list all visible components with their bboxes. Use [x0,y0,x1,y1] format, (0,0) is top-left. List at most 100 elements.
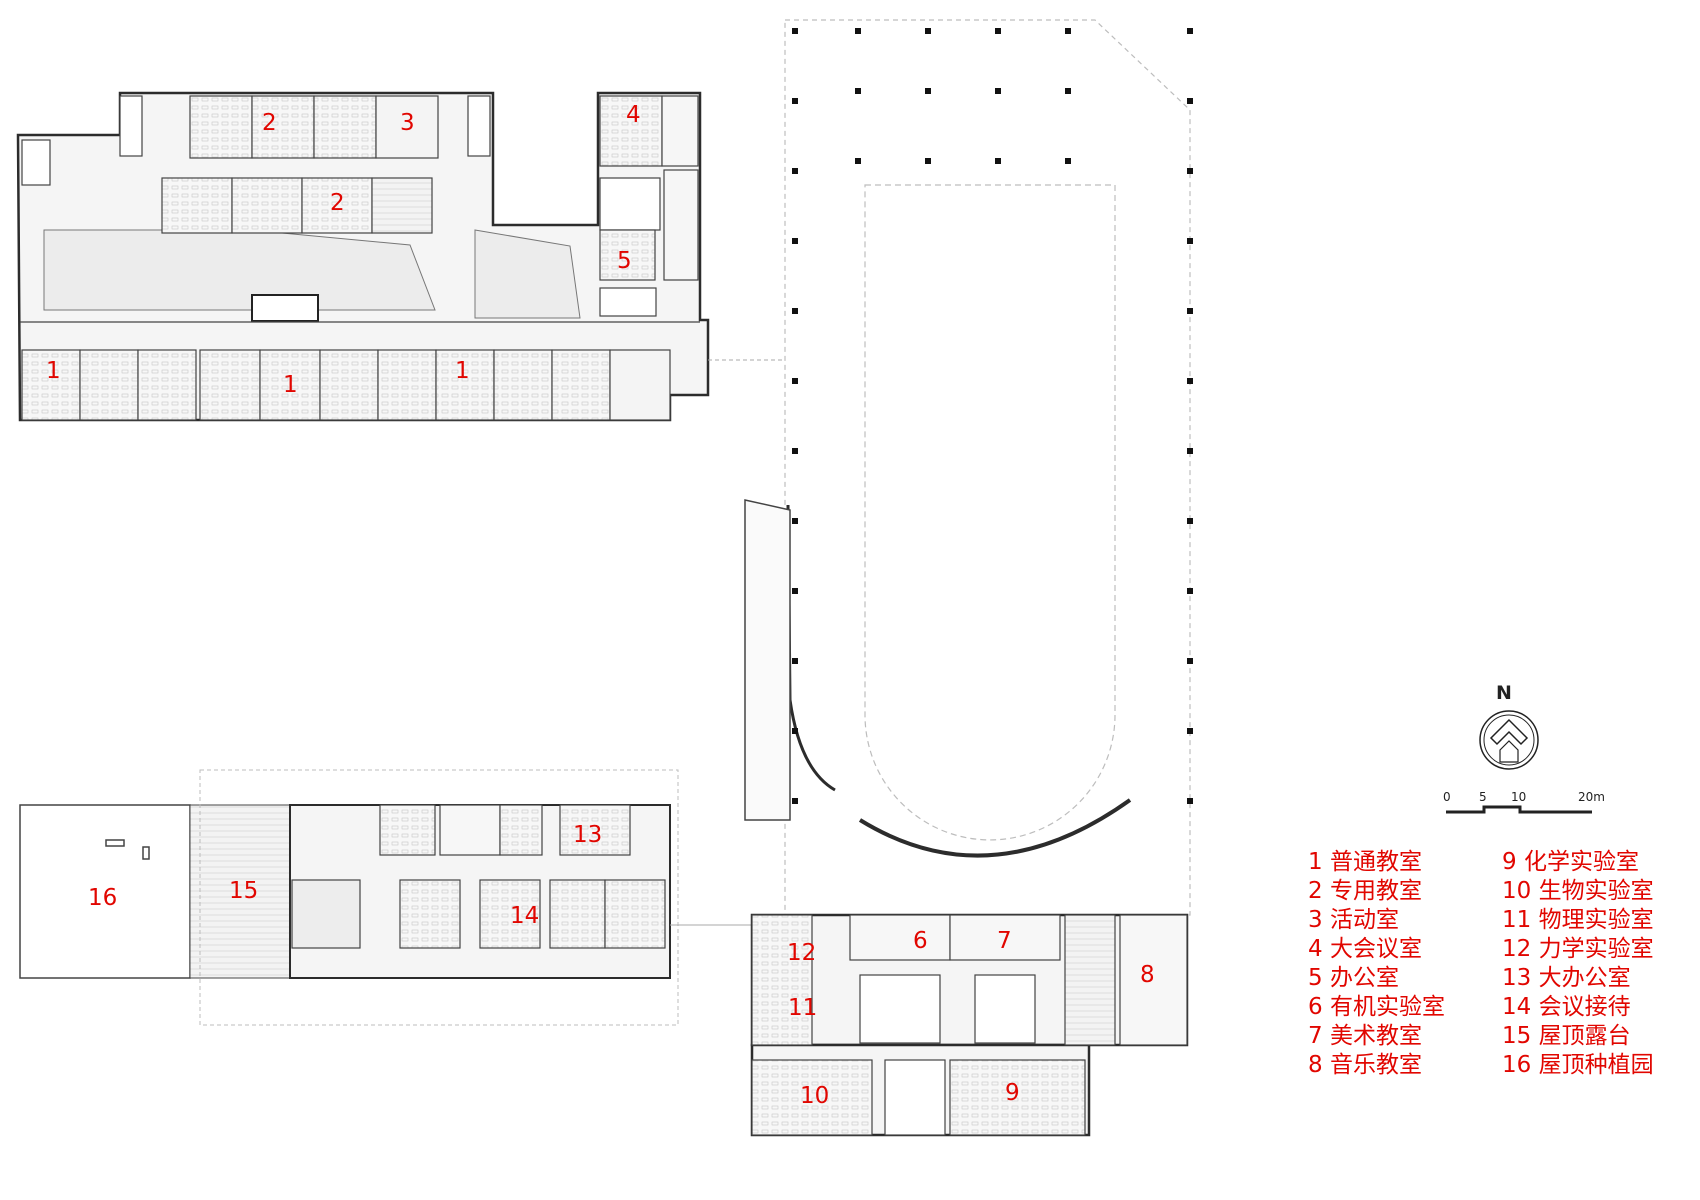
field-canopy-outline [784,19,1191,916]
column-marker [792,728,798,734]
column-marker [1187,28,1193,34]
column-marker [1187,658,1193,664]
column-marker [855,28,861,34]
running-track [864,184,1116,841]
column-marker [792,518,798,524]
sports-field [744,19,1193,916]
column-marker [1187,728,1193,734]
column-marker [1187,518,1193,524]
room-number-mechanics-lab: 12 [787,940,817,966]
room-number-classroom-a: 1 [46,358,61,384]
column-marker [925,88,931,94]
room-number-classroom-c: 1 [455,358,470,384]
legend-item: 4 大会议室 [1308,936,1422,962]
column-marker [995,158,1001,164]
room-number-roof-garden: 16 [88,885,118,911]
column-marker [1187,308,1193,314]
column-marker [792,378,798,384]
column-marker [925,28,931,34]
column-marker [1065,158,1071,164]
column-marker [1187,168,1193,174]
north-teaching-block [16,91,785,422]
legend-item: 12 力学实验室 [1502,936,1654,962]
scale-label-10: 10 [1511,790,1527,804]
column-marker [1187,798,1193,804]
column-marker [1187,448,1193,454]
column-marker [995,88,1001,94]
room-number-special-a: 2 [262,110,277,136]
north-arrow [1479,710,1539,770]
column-marker [792,658,798,664]
legend-item: 10 生物实验室 [1502,878,1654,904]
scale-label-0: 0 [1443,790,1451,804]
column-marker [1187,378,1193,384]
west-stair-tower [744,499,791,821]
room-number-chem-lab: 9 [1005,1080,1020,1106]
curved-grandstand [858,798,1132,858]
terrace-outline-dashed [199,769,679,1026]
room-number-organic-lab: 6 [913,928,928,954]
column-marker [855,158,861,164]
column-marker [1187,238,1193,244]
scale-label-20m: 20m [1578,790,1605,804]
room-number-activity: 3 [400,110,415,136]
central-stair [251,294,319,322]
column-marker [792,28,798,34]
legend-item: 15 屋顶露台 [1502,1023,1631,1049]
column-marker [925,158,931,164]
column-marker [792,168,798,174]
roof-terrace-zone [189,804,291,979]
room-number-art-room: 7 [997,928,1012,954]
legend-item: 3 活动室 [1308,907,1399,933]
column-marker [792,448,798,454]
field-columns [792,28,1193,804]
legend-item: 9 化学实验室 [1502,849,1639,875]
roof-garden-block [19,769,752,1026]
legend-item: 14 会议接待 [1502,994,1631,1020]
column-marker [1065,88,1071,94]
roof-garden-outline [19,804,191,979]
skylight-b [142,846,150,860]
west-block-rooms [379,804,666,949]
room-number-reception: 14 [510,903,540,929]
north-classroom-row [21,349,671,421]
room-number-roof-terrace: 15 [229,878,259,904]
legend-item: 1 普通教室 [1308,849,1422,875]
legend-item: 2 专用教室 [1308,878,1422,904]
column-marker [1187,588,1193,594]
column-marker [1187,98,1193,104]
scale-bar [1446,805,1592,814]
room-number-office: 5 [617,248,632,274]
skylight-a [105,839,125,847]
room-number-classroom-b: 1 [283,372,298,398]
legend-item: 13 大办公室 [1502,965,1631,991]
legend-item: 5 办公室 [1308,965,1399,991]
legend-item: 11 物理实验室 [1502,907,1654,933]
column-marker [792,308,798,314]
column-marker [792,798,798,804]
auditorium-room [291,879,361,949]
atrium-void-east [474,229,581,319]
legend-item: 16 屋顶种植园 [1502,1052,1654,1078]
legend-right: 9 化学实验室 10 生物实验室 11 物理实验室 12 力学实验室 13 大办… [1502,848,1654,1080]
lab-block [750,913,1189,1137]
legend-left: 1 普通教室 2 专用教室 3 活动室 4 大会议室 5 办公室 6 有机实验室… [1308,848,1445,1080]
legend-item: 7 美术教室 [1308,1023,1422,1049]
column-marker [792,588,798,594]
legend-item: 6 有机实验室 [1308,994,1445,1020]
column-marker [855,88,861,94]
room-number-special-b: 2 [330,190,345,216]
north-top-rooms [21,95,491,234]
room-number-music-room: 8 [1140,962,1155,988]
column-marker [1065,28,1071,34]
lab-rooms [751,914,1188,1136]
legend-item: 8 音乐教室 [1308,1052,1422,1078]
column-marker [792,98,798,104]
column-marker [995,28,1001,34]
north-label: N [1496,682,1512,704]
scale-label-5: 5 [1479,790,1487,804]
north-east-wing-rooms [599,95,699,317]
room-number-bio-lab: 10 [800,1083,830,1109]
room-number-meeting-hall: 4 [626,102,641,128]
